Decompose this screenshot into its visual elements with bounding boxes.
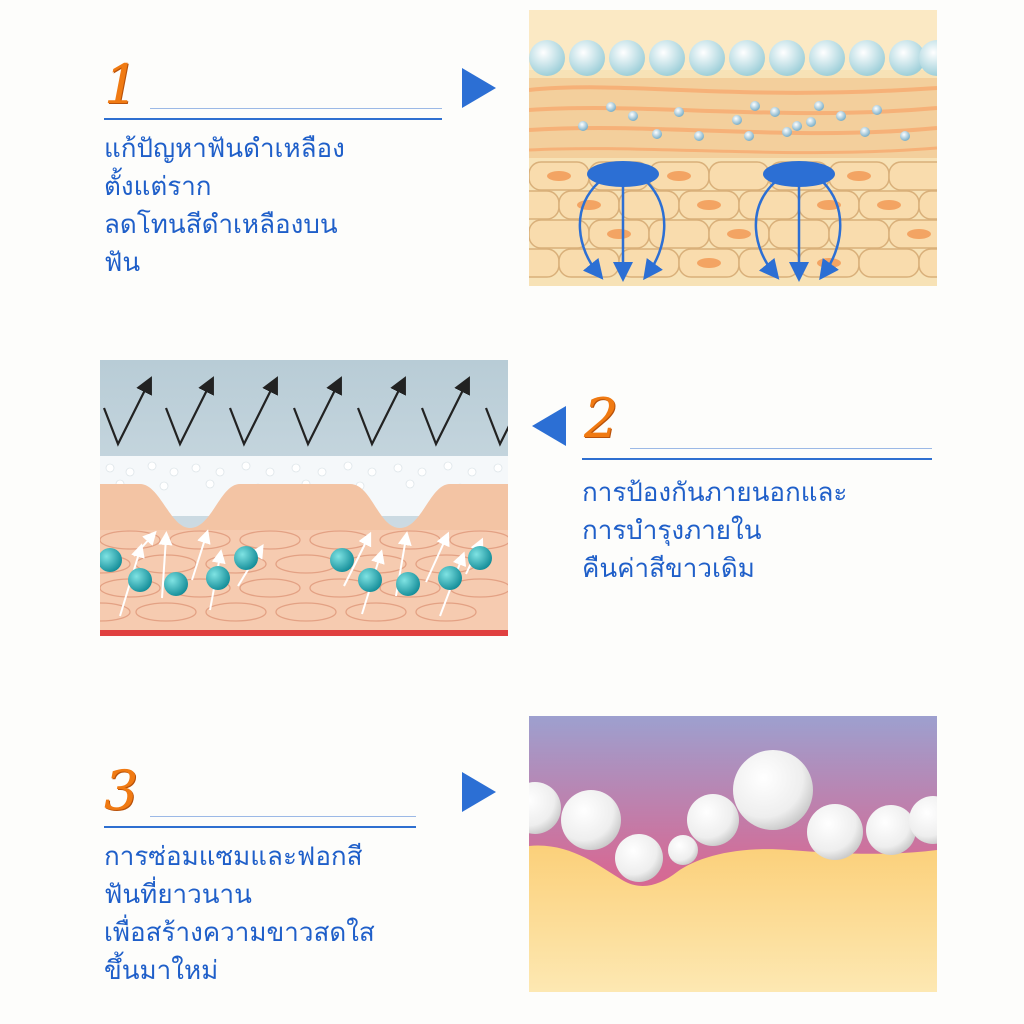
step-1-divider-light <box>150 108 442 109</box>
step-3-line: เพื่อสร้างความขาวสดใส <box>104 918 375 948</box>
step-2-line: คืนค่าสีขาวเดิม <box>582 554 755 584</box>
step-3-divider <box>104 826 416 828</box>
step-3-number: 3 <box>104 759 139 822</box>
step-3-illustration <box>529 716 937 992</box>
step-1-line: ตั้งแต่ราก <box>104 172 212 202</box>
step-1-divider <box>104 118 442 120</box>
step-2-line: การป้องกันภายนอกและ <box>582 478 848 508</box>
step-2-divider-light <box>630 448 932 449</box>
step-1-line: แก้ปัญหาฟันดำเหลือง <box>104 134 345 164</box>
step-1-illustration <box>529 10 937 286</box>
step-2-divider <box>582 458 932 460</box>
step-1-description: แก้ปัญหาฟันดำเหลือง ตั้งแต่ราก ลดโทนสีดำ… <box>104 130 345 282</box>
triangle-right-icon <box>462 772 496 812</box>
step-2-number: 2 <box>584 387 619 450</box>
step-3-line: การซ่อมแซมและฟอกสี <box>104 842 363 872</box>
step-2-line: การบำรุงภายใน <box>582 516 762 546</box>
step-2-description: การป้องกันภายนอกและ การบำรุงภายใน คืนค่า… <box>582 474 847 588</box>
step-1-line: ลดโทนสีดำเหลืองบน <box>104 210 338 240</box>
triangle-right-icon <box>462 68 496 108</box>
step-2-illustration <box>100 360 508 636</box>
step-1-number: 1 <box>104 53 139 116</box>
step-3-line: ฟันที่ยาวนาน <box>104 880 252 910</box>
step-3-line: ขึ้นมาใหม่ <box>104 956 219 986</box>
triangle-left-icon <box>532 406 566 446</box>
step-3-description: การซ่อมแซมและฟอกสี ฟันที่ยาวนาน เพื่อสร้… <box>104 838 375 990</box>
step-3-divider-light <box>150 816 416 817</box>
step-1-line: ฟัน <box>104 248 141 278</box>
